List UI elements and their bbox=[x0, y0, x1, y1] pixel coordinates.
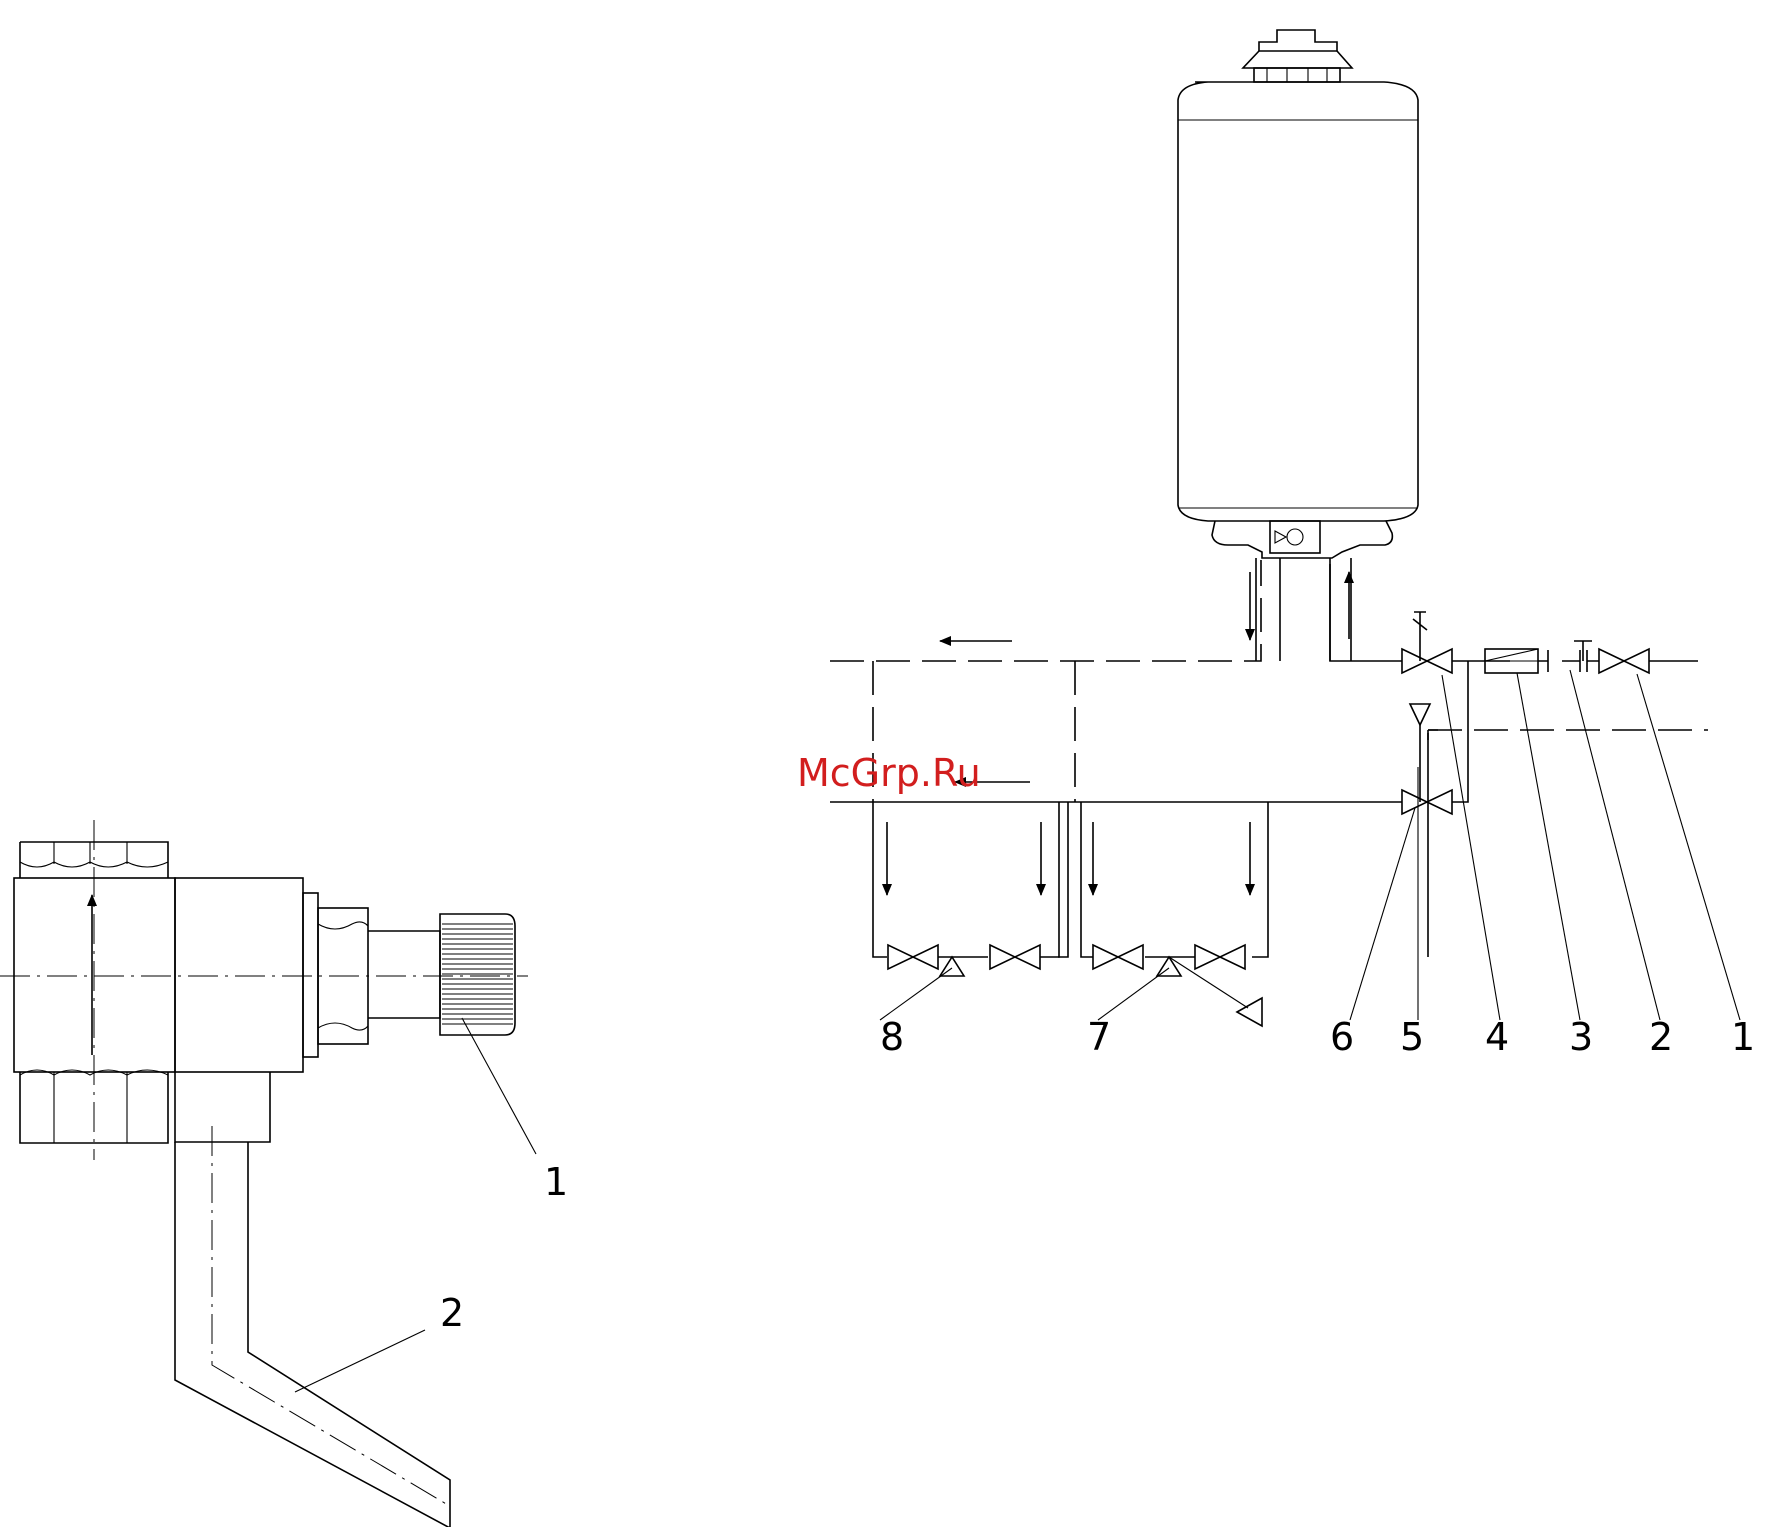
detail-label-2: 2 bbox=[440, 1291, 464, 1335]
drain-funnel-8 bbox=[940, 957, 964, 976]
valve-detail-view: 1 2 bbox=[0, 820, 568, 1527]
stem bbox=[368, 931, 440, 1018]
valve-8b-icon bbox=[990, 945, 1040, 969]
watermark: McGrp.Ru bbox=[797, 751, 981, 795]
label-3: 3 bbox=[1569, 1015, 1593, 1059]
leader-2r bbox=[1570, 670, 1660, 1020]
knurled-knob bbox=[440, 914, 515, 1035]
leader-2 bbox=[295, 1330, 425, 1392]
detail-label-1: 1 bbox=[544, 1160, 568, 1204]
valve-8a-icon bbox=[888, 945, 938, 969]
safety-valve-group bbox=[1410, 612, 1430, 802]
control-knob bbox=[1270, 521, 1320, 553]
label-6: 6 bbox=[1330, 1015, 1354, 1059]
flange bbox=[303, 893, 318, 1057]
water-heater-schematic: 8 7 6 5 4 3 2 1 bbox=[830, 30, 1755, 1059]
drain-pipe bbox=[175, 1072, 450, 1527]
leader-1 bbox=[462, 1018, 536, 1154]
drain-funnel-7b bbox=[1237, 998, 1262, 1026]
drain-funnel-7 bbox=[1157, 957, 1181, 976]
leader-8 bbox=[880, 968, 952, 1020]
valve-7a-icon bbox=[1093, 945, 1143, 969]
leader-7 bbox=[1098, 968, 1169, 1020]
leader-6 bbox=[1350, 808, 1415, 1020]
leader-1r bbox=[1637, 674, 1740, 1020]
label-8: 8 bbox=[880, 1015, 904, 1059]
label-2: 2 bbox=[1649, 1015, 1673, 1059]
valve-body-block bbox=[175, 878, 303, 1072]
label-5: 5 bbox=[1400, 1015, 1424, 1059]
valve-7b-icon bbox=[1195, 945, 1245, 969]
label-7: 7 bbox=[1087, 1015, 1111, 1059]
label-1: 1 bbox=[1731, 1015, 1755, 1059]
leader-3 bbox=[1517, 673, 1580, 1020]
valve-6-icon bbox=[1402, 790, 1452, 814]
valve-1-icon bbox=[1599, 649, 1649, 673]
valve-4-icon bbox=[1402, 649, 1452, 673]
label-4: 4 bbox=[1485, 1015, 1509, 1059]
water-heater-tank bbox=[1178, 30, 1418, 661]
leader-4 bbox=[1442, 675, 1500, 1020]
